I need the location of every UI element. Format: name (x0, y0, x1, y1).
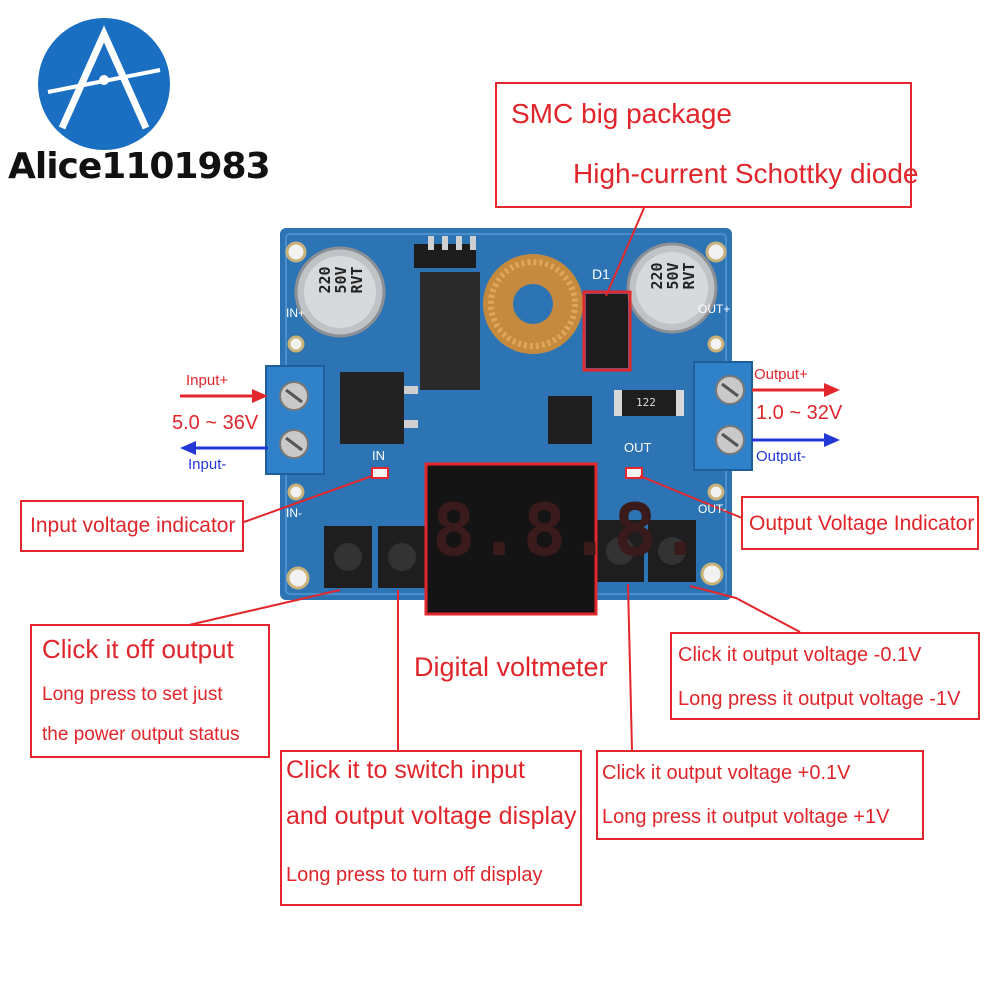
display-digits: 8.8.8. (432, 488, 705, 572)
plus-voltage-line2: Long press it output voltage +1V (602, 806, 890, 828)
logo-text: Alice1101983 (8, 146, 271, 187)
switch-display-line3: Long press to turn off display (286, 864, 543, 886)
callout-switch-display: Click it to switch input and output volt… (280, 750, 582, 906)
transistor-left (340, 372, 418, 444)
smd-resistor (614, 390, 684, 416)
cap-left-line1: 220 (316, 266, 334, 294)
out-label: OUT (624, 440, 652, 455)
off-output-line1: Click it off output (42, 634, 234, 664)
off-output-line2: Long press to set just (42, 684, 223, 705)
callout-minus-voltage: Click it output voltage -0.1V Long press… (670, 632, 980, 720)
callout-schottky: SMC big package High-current Schottky di… (495, 82, 919, 208)
output-minus-label: Output- (756, 448, 807, 465)
control-ic (548, 396, 592, 444)
callout-off-output: Click it off output Long press to set ju… (30, 624, 270, 758)
regulator-ic (414, 236, 480, 390)
toroid-inductor (483, 254, 583, 354)
output-minus-arrow (752, 433, 840, 447)
input-range-label: 5.0 ~ 36V (172, 412, 259, 434)
capacitor-left (294, 246, 386, 338)
out-minus-label: OUT- (698, 502, 727, 516)
cap-right-line1: 220 (648, 262, 666, 290)
callout-input-indicator: Input voltage indicator (20, 500, 244, 552)
callout-output-indicator: Output Voltage Indicator (741, 496, 979, 550)
schottky-line1: SMC big package (511, 98, 733, 129)
in-minus-label: IN- (286, 506, 302, 520)
minus-voltage-line1: Click it output voltage -0.1V (678, 644, 922, 666)
capacitor-left-label: 220 50V RVT (316, 251, 366, 309)
button-plus-voltage[interactable] (596, 520, 644, 582)
button-minus-voltage[interactable] (648, 520, 696, 582)
input-minus-arrow (180, 441, 268, 455)
output-range-label: 1.0 ~ 32V (756, 402, 843, 424)
terminal-block-input (265, 365, 325, 475)
minus-voltage-line2: Long press it output voltage -1V (678, 688, 961, 710)
callout-plus-voltage: Click it output voltage +0.1V Long press… (596, 750, 924, 840)
input-plus-label: Input+ (186, 372, 229, 389)
schottky-line2: High-current Schottky diode (573, 158, 919, 189)
schottky-diode (582, 290, 632, 372)
input-minus-label: Input- (188, 456, 227, 473)
capacitor-right (626, 242, 718, 334)
cap-left-line3: RVT (348, 266, 366, 294)
callout-connectors (175, 207, 801, 751)
output-led (625, 467, 643, 479)
out-plus-label: OUT+ (698, 302, 731, 316)
button-switch-display[interactable] (378, 526, 426, 588)
input-led (371, 467, 389, 479)
input-plus-arrow (180, 389, 268, 403)
output-plus-label: Output+ (754, 366, 808, 383)
cap-right-line2: 50V (664, 262, 682, 290)
switch-display-line1: Click it to switch input (286, 756, 525, 784)
output-indicator-text: Output Voltage Indicator (749, 512, 975, 535)
output-plus-arrow (752, 383, 840, 397)
input-indicator-text: Input voltage indicator (30, 514, 236, 537)
plus-voltage-line1: Click it output voltage +0.1V (602, 762, 851, 784)
off-output-line3: the power output status (42, 724, 240, 745)
diode-label: D1 (592, 266, 610, 282)
resistor-code: 122 (636, 396, 656, 409)
seven-segment-display (424, 462, 598, 616)
in-label: IN (372, 448, 385, 463)
logo-emblem (38, 18, 170, 150)
cap-right-line3: RVT (680, 262, 698, 290)
voltmeter-label: Digital voltmeter (414, 652, 608, 682)
button-off-output[interactable] (324, 526, 372, 588)
switch-display-line2: and output voltage display (286, 802, 577, 830)
capacitor-right-label: 220 50V RVT (648, 247, 698, 305)
terminal-block-output (693, 361, 753, 471)
cap-left-line2: 50V (332, 266, 350, 294)
in-plus-label: IN+ (286, 306, 306, 320)
